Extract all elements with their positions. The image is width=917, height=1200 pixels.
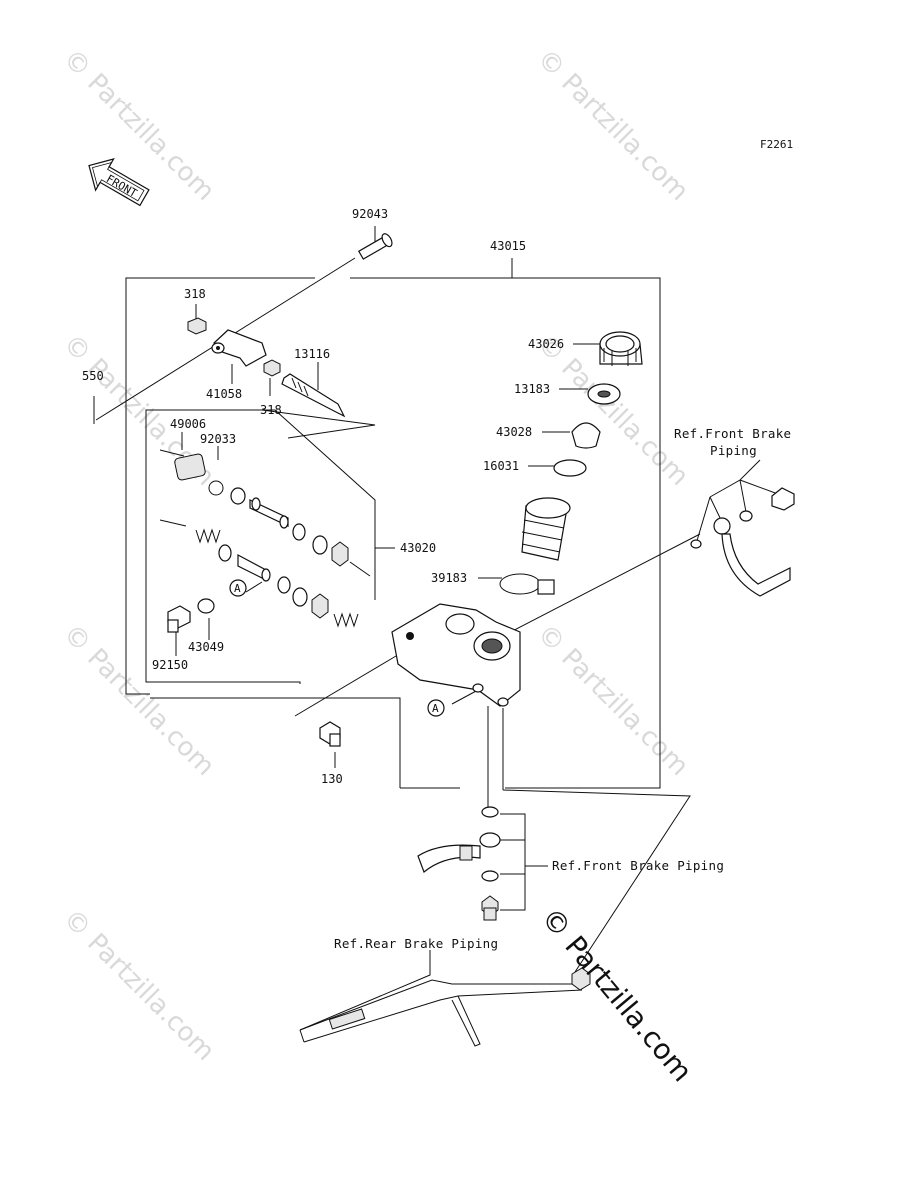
clevis-41058: [211, 329, 267, 367]
watermark: © Partzilla.com: [57, 44, 220, 207]
figure-code: F2261: [760, 138, 793, 151]
callout-43015: 43015: [490, 239, 526, 253]
reference-labels: Ref.Front Brake Piping Ref.Front Brake P…: [334, 426, 791, 951]
callout-318: 318: [260, 403, 282, 417]
callout-labels: 92043 43015 318 550 41058 318 13116 4900…: [82, 207, 564, 786]
callout-41058: 41058: [206, 387, 242, 401]
front-brake-piping-lower: [417, 806, 501, 921]
callout-92043: 92043: [352, 207, 388, 221]
marker-a-circle: A: [229, 579, 247, 597]
float-plate-16031: [553, 459, 587, 477]
callout-318: 318: [184, 287, 206, 301]
pin-92043: [357, 233, 393, 260]
bolt-92150: [167, 605, 191, 633]
ref-front-brake-upper-line1: Ref.Front Brake: [674, 426, 791, 441]
ref-front-brake-lower: Ref.Front Brake Piping: [552, 858, 724, 873]
guide-line: [159, 519, 187, 527]
guide-line: [159, 449, 185, 457]
callout-43020: 43020: [400, 541, 436, 555]
washer-43049: [197, 598, 215, 614]
callout-49006: 49006: [170, 417, 206, 431]
marker-a-circle: A: [427, 699, 445, 717]
ref-front-brake-upper-line2: Piping: [710, 443, 757, 458]
spring-lower: [333, 612, 359, 628]
circlip-92033: [208, 480, 224, 496]
assembly-frame-43015: [125, 258, 661, 789]
callout-92033: 92033: [200, 432, 236, 446]
callout-16031: 16031: [483, 459, 519, 473]
nut-318-upper: [187, 317, 207, 335]
leader-lines: [95, 226, 779, 1031]
watermark-group: © Partzilla.com © Partzilla.com © Partzi…: [57, 44, 694, 1067]
guide-line: [349, 561, 371, 577]
assembly-frame-43020: [145, 409, 395, 684]
watermark: © Partzilla.com: [531, 44, 694, 207]
boot-49006: [174, 453, 206, 481]
callout-13183: 13183: [514, 382, 550, 396]
callout-39183: 39183: [431, 571, 467, 585]
ref-rear-brake: Ref.Rear Brake Piping: [334, 936, 498, 951]
reservoir-body: [521, 497, 571, 561]
callout-13116: 13116: [294, 347, 330, 361]
marker-a-label: A: [432, 702, 439, 715]
callout-43049: 43049: [188, 640, 224, 654]
partzilla-watermark: © Partzilla.com: [535, 901, 699, 1088]
bolt-130: [319, 721, 341, 747]
diaphragm-43028: [571, 422, 601, 449]
front-direction-arrow: FRONT: [88, 158, 150, 207]
marker-a-label: A: [234, 582, 241, 595]
callout-550: 550: [82, 369, 104, 383]
master-cylinder-body: [391, 603, 521, 707]
callout-130: 130: [321, 772, 343, 786]
clamp-39183: [499, 573, 555, 595]
watermark: © Partzilla.com: [57, 904, 220, 1067]
push-rod-13116: [281, 373, 346, 418]
callout-43026: 43026: [528, 337, 564, 351]
reservoir-cap-43026: [599, 331, 643, 366]
watermark: © Partzilla.com: [531, 619, 694, 782]
nut-318-lower: [263, 359, 281, 377]
piston-row-upper: [230, 487, 349, 567]
callout-43028: 43028: [496, 425, 532, 439]
rear-brake-piping: [299, 967, 591, 1047]
front-brake-piping-upper: [690, 487, 795, 597]
callout-92150: 92150: [152, 658, 188, 672]
piston-row-lower: [218, 544, 329, 619]
plate-13183: [587, 383, 621, 405]
spring-upper: [195, 528, 221, 544]
